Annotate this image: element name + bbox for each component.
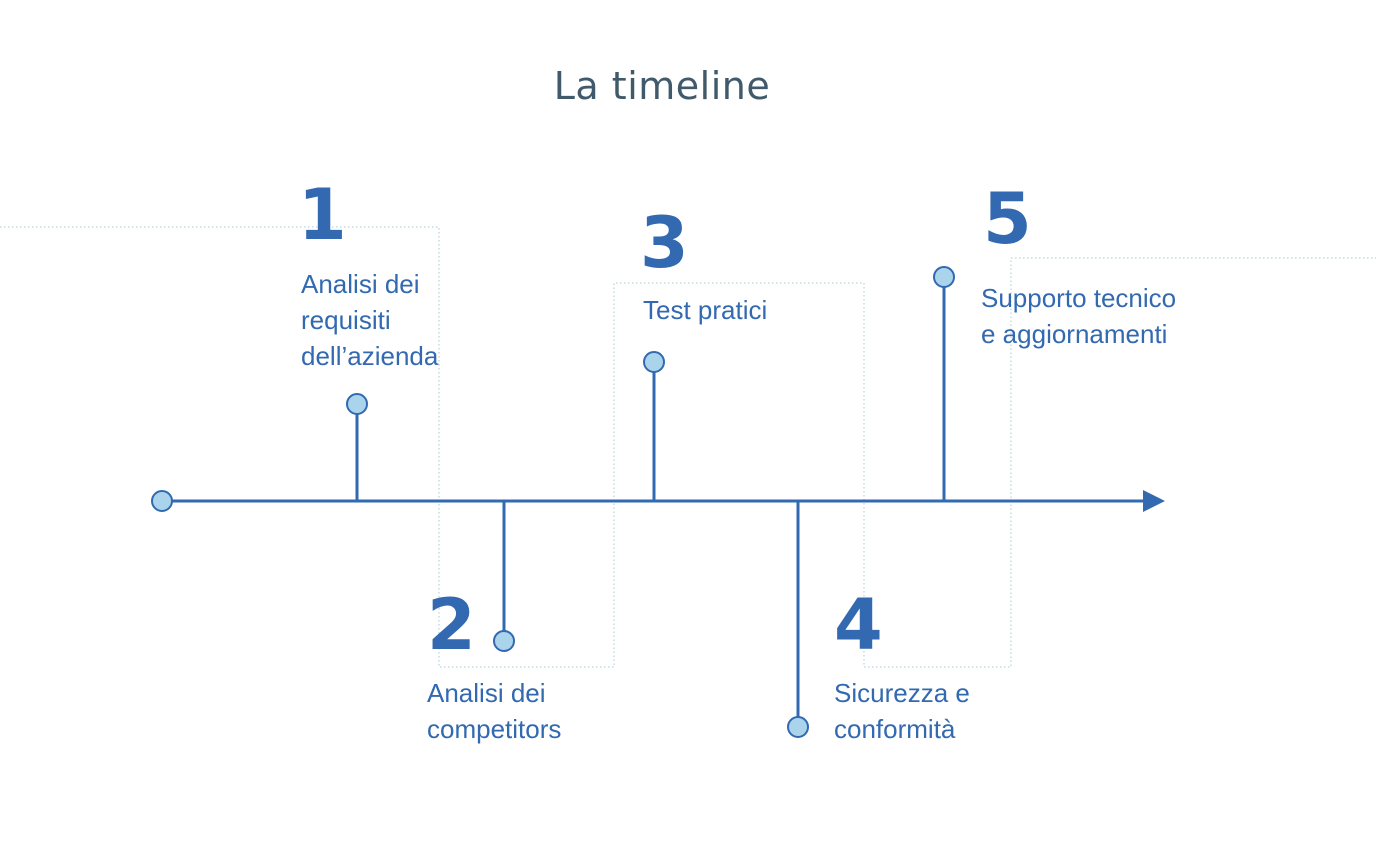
step-5-number: 5	[983, 178, 1032, 260]
step-2-number: 2	[427, 584, 476, 666]
step-3-number: 3	[640, 202, 689, 284]
step-1-label: Analisi dei requisiti dell’azienda	[301, 269, 439, 371]
marker-3	[643, 351, 665, 373]
step-4-number: 4	[834, 584, 883, 666]
step-3-label: Test pratici	[643, 295, 768, 325]
step-5-label: Supporto tecnico e aggiornamenti	[981, 283, 1177, 349]
step-2-label: Analisi dei competitors	[427, 678, 562, 744]
timeline-start-marker	[151, 490, 173, 512]
timeline-arrow-head	[1143, 490, 1165, 512]
step-1-number: 1	[298, 174, 347, 256]
marker-1	[346, 393, 368, 415]
page-title: La timeline	[553, 64, 771, 108]
marker-2	[493, 630, 515, 652]
marker-5	[933, 266, 955, 288]
step-4-label: Sicurezza e conformità	[834, 678, 970, 744]
marker-4	[787, 716, 809, 738]
